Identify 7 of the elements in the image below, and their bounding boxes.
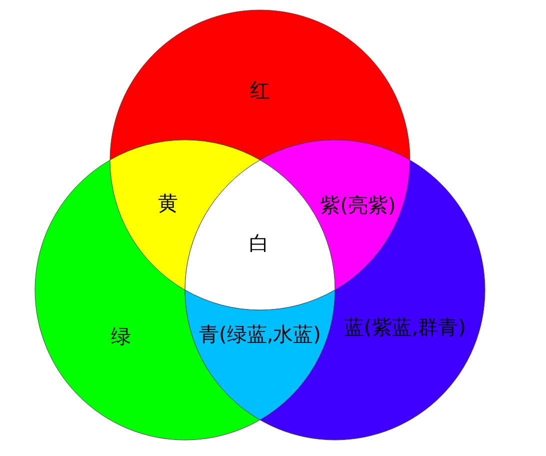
color-label: 青(绿蓝,水蓝): [199, 323, 321, 345]
color-label: 白: [249, 232, 269, 254]
color-label: 绿: [111, 325, 131, 347]
color-label: 紫(亮紫): [320, 194, 396, 216]
color-label: 蓝(紫蓝,群青): [344, 316, 466, 338]
color-label: 红: [250, 79, 270, 101]
color-label: 黄: [158, 192, 178, 214]
